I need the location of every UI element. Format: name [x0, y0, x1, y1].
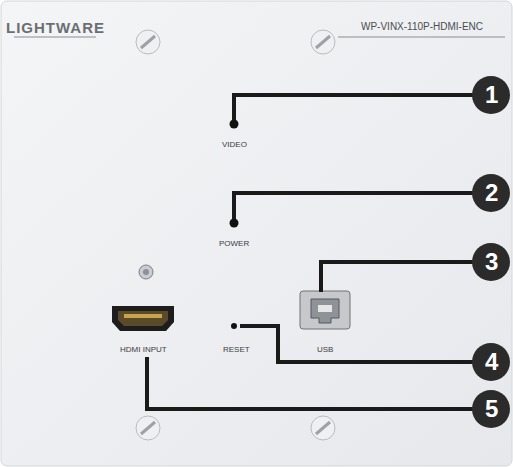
cable-screw: [139, 265, 153, 279]
callout-circle: [472, 174, 510, 212]
callout-number: 2: [485, 181, 498, 205]
callout-number: 3: [485, 250, 498, 274]
mounting-screw: [311, 416, 335, 440]
usb-port: [300, 291, 350, 329]
mounting-screw: [136, 30, 160, 54]
model-underline: [338, 37, 505, 38]
leader-lines: [147, 95, 480, 409]
callout-number: 5: [485, 397, 498, 421]
video-led: [230, 120, 239, 129]
logo-underline: [14, 37, 96, 38]
callout-number: 4: [485, 350, 498, 374]
port-label: VIDEO: [222, 141, 247, 149]
port-label: USB: [317, 346, 333, 354]
callout-circle: [472, 390, 510, 428]
callout-circle: [472, 243, 510, 281]
leader-line: [240, 326, 480, 362]
mounting-screw: [136, 416, 160, 440]
port-label: HDMI INPUT: [120, 346, 167, 354]
leader-line: [234, 95, 480, 120]
leader-line: [234, 193, 480, 219]
mounting-screw: [311, 30, 335, 54]
leader-line: [147, 357, 480, 409]
reset-button: [231, 323, 237, 329]
port-label: POWER: [219, 240, 249, 248]
callout-circle: [472, 76, 510, 114]
brand-logo: LIGHTWARE: [6, 20, 105, 35]
model-name: WP-VINX-110P-HDMI-ENC: [361, 22, 483, 32]
hdmi-port: [112, 306, 174, 331]
leader-line: [321, 262, 480, 292]
power-led: [230, 219, 239, 228]
port-label: RESET: [223, 346, 250, 354]
callout-circle: [472, 343, 510, 381]
callout-badges: [472, 76, 510, 428]
callout-number: 1: [485, 83, 498, 107]
